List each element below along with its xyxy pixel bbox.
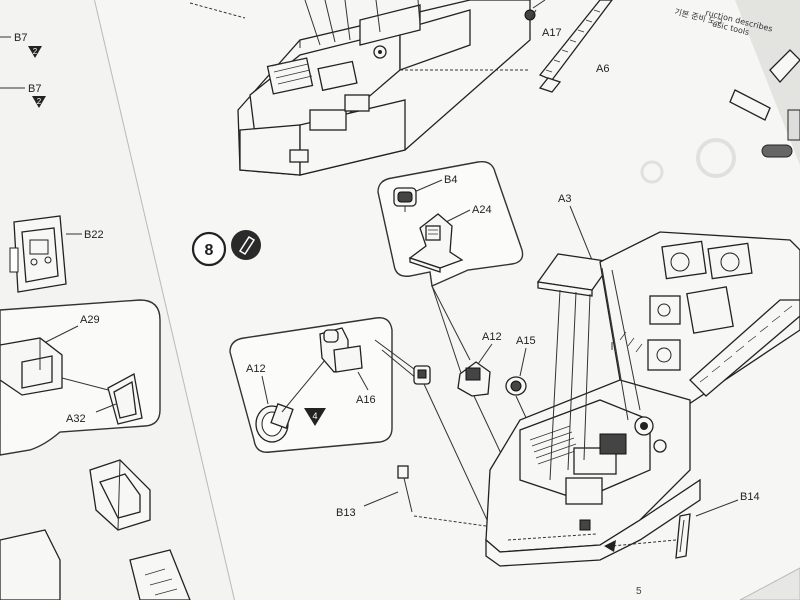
- part-a32: [107, 373, 143, 425]
- part-a6: [538, 0, 613, 93]
- triangle-badge-mid: [32, 96, 46, 108]
- step-8-indicator: 8: [191, 230, 261, 267]
- label-b4: B4: [444, 174, 457, 186]
- label-a6: A6: [596, 63, 609, 75]
- part-a17: [524, 0, 546, 21]
- triangle-badge-number: 4: [312, 411, 317, 421]
- label-b13: B13: [336, 507, 356, 519]
- part-a12-inset: [255, 403, 294, 443]
- part-small-grip: [413, 365, 431, 385]
- label-a12-inset: A12: [246, 363, 266, 375]
- lower-hull-assembly: [485, 231, 800, 567]
- label-b7-mid: B7: [28, 83, 41, 95]
- label-a15: A15: [516, 335, 536, 347]
- label-a16: A16: [356, 394, 376, 406]
- label-b14: B14: [740, 491, 760, 503]
- page-number: 5: [636, 586, 642, 597]
- callout-a12-a16-inset: A12 4 A16: [229, 317, 393, 453]
- glue-icon: [231, 230, 261, 260]
- part-a16: [319, 327, 363, 373]
- part-lower-left: [0, 459, 191, 600]
- part-a29: [0, 337, 63, 396]
- corner-tools: [729, 49, 800, 158]
- part-a15: [505, 376, 527, 396]
- triangle-badge-inset: [304, 408, 326, 426]
- label-b7-top: B7: [14, 32, 27, 44]
- part-b4: [393, 187, 417, 212]
- label-a3: A3: [558, 193, 571, 205]
- label-b22: B22: [84, 229, 104, 241]
- left-page: [0, 0, 235, 600]
- part-b13: [397, 465, 413, 513]
- upper-hull-assembly: [189, 0, 531, 176]
- triangle-badge-top: [28, 46, 42, 58]
- label-a17: A17: [542, 27, 562, 39]
- part-a12-main: [457, 361, 491, 397]
- part-b22: [9, 215, 67, 293]
- step-number: 8: [205, 242, 214, 259]
- left-page-diagrams: B7 2 B7 2 B22 A29: [0, 32, 191, 600]
- part-b14: [675, 513, 691, 559]
- callout-b4-a24: B4 A24: [377, 161, 524, 288]
- label-a12-main: A12: [482, 331, 502, 343]
- label-a32: A32: [66, 413, 86, 425]
- triangle-badge-number: 2: [33, 47, 38, 56]
- part-a24: [408, 213, 464, 273]
- label-a24: A24: [472, 204, 492, 216]
- triangle-badge-number: 2: [37, 97, 42, 106]
- label-a29: A29: [80, 314, 100, 326]
